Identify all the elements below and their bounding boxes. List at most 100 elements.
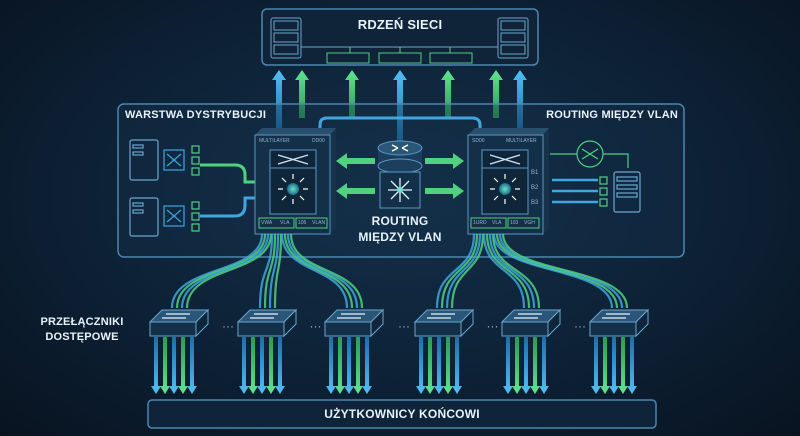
cable: [491, 233, 541, 309]
cable: [488, 233, 536, 309]
port-label: VLA: [492, 220, 502, 226]
right-distribution-devices: [550, 140, 641, 213]
switch-module-icon: [326, 47, 473, 64]
cable: [289, 233, 364, 309]
right-switch-model: SD00: [472, 138, 485, 144]
arrow-down-icon: [530, 337, 540, 394]
port-label: 1URD: [473, 220, 487, 226]
core-title: RDZEŃ SIECI: [357, 17, 443, 32]
access-switch-side: [370, 308, 384, 338]
ellipsis: ···: [310, 319, 322, 333]
port-label: VLA: [280, 220, 290, 226]
port-label: VLAN: [312, 220, 326, 226]
side-label: B1: [531, 170, 539, 176]
access-switch-side: [195, 308, 209, 338]
downlink-arrows: [151, 337, 637, 394]
access-switches: ···············: [148, 308, 650, 338]
core-box: [261, 8, 539, 66]
access-switch: [149, 321, 197, 337]
arrow-down-icon: [266, 337, 276, 394]
cable: [501, 233, 629, 309]
arrow-down-icon: [425, 337, 435, 394]
arrow-down-icon: [512, 337, 522, 394]
left-switch-model: DD00: [312, 138, 325, 144]
server-icon: [270, 17, 529, 59]
arrows-icon: [602, 313, 630, 319]
arrow-down-icon: [169, 337, 179, 394]
vlan-routing-title: ROUTING MIĘDZY VLAN: [546, 109, 678, 121]
interconnect-link: [318, 116, 482, 140]
arrow-down-icon: [344, 337, 354, 394]
router-icon: [377, 140, 423, 209]
router-label-line1: ROUTING: [371, 214, 429, 228]
arrow-down-icon: [160, 337, 170, 394]
access-switch: [414, 321, 462, 337]
arrow-up-icon: [489, 70, 503, 118]
cable: [185, 233, 273, 309]
arrow-down-icon: [600, 337, 610, 394]
access-switch: [589, 321, 637, 337]
cable: [170, 233, 264, 309]
cable: [175, 233, 267, 309]
cable: [450, 233, 485, 309]
cable: [435, 233, 476, 309]
arrow-down-icon: [239, 337, 249, 394]
cable: [180, 233, 270, 309]
access-switch-side: [547, 308, 561, 338]
arrows-icon: [162, 313, 190, 319]
end-users-title: UŻYTKOWNICY KOŃCOWI: [324, 407, 480, 421]
right-switch-type: MULTILAYER: [506, 138, 537, 144]
arrow-down-icon: [248, 337, 258, 394]
left-switch-type: MULTILAYER: [259, 138, 290, 144]
cable: [273, 233, 283, 309]
port-label: VGH: [524, 220, 535, 226]
side-label: B2: [531, 185, 539, 191]
end-users-box: [147, 399, 657, 429]
arrow-up-icon: [272, 70, 286, 130]
cable: [485, 233, 531, 309]
arrow-down-icon: [326, 337, 336, 394]
arrow-down-icon: [434, 337, 444, 394]
cable: [440, 233, 479, 309]
cable: [283, 233, 354, 309]
arrows-icon: [514, 313, 542, 319]
vlan-routing-arrows: [336, 153, 464, 199]
distribution-title: WARSTWA DYSTRYBUCJI: [125, 109, 267, 121]
arrow-up-icon: [441, 70, 455, 118]
arrow-up-icon: [345, 70, 359, 118]
arrow-down-icon: [151, 337, 161, 394]
arrow-down-icon: [627, 337, 637, 394]
arrow-down-icon: [187, 337, 197, 394]
router-label-line2: MIĘDZY VLAN: [358, 230, 442, 244]
access-title-line2: DOSTĘPOWE: [45, 331, 119, 343]
arrow-down-icon: [618, 337, 628, 394]
uplink-arrows: [272, 70, 527, 142]
access-switch: [237, 321, 285, 337]
arrow-up-icon: [295, 70, 309, 118]
arrow-down-icon: [521, 337, 531, 394]
cable: [482, 233, 526, 309]
arrows-icon: [337, 313, 365, 319]
access-uplink-cables: [170, 233, 629, 309]
arrow-down-icon: [275, 337, 285, 394]
cable: [445, 233, 482, 309]
arrow-down-icon: [539, 337, 549, 394]
access-switch: [324, 321, 372, 337]
arrow-up-icon: [513, 70, 527, 130]
arrow-down-icon: [178, 337, 188, 394]
side-label: B3: [531, 200, 539, 206]
access-switch-side: [460, 308, 474, 338]
cable: [286, 233, 359, 309]
access-switch: [501, 321, 549, 337]
left-multilayer-switch[interactable]: [254, 128, 336, 235]
access-title-line1: PRZEŁĄCZNIKI: [40, 316, 124, 328]
access-switch-side: [283, 308, 297, 338]
arrow-down-icon: [452, 337, 462, 394]
access-switch-side: [635, 308, 649, 338]
arrow-down-icon: [416, 337, 426, 394]
cable: [268, 233, 280, 309]
right-multilayer-switch[interactable]: [467, 128, 549, 235]
port-label: 105: [298, 220, 307, 226]
cable: [280, 233, 349, 309]
arrow-down-icon: [335, 337, 345, 394]
